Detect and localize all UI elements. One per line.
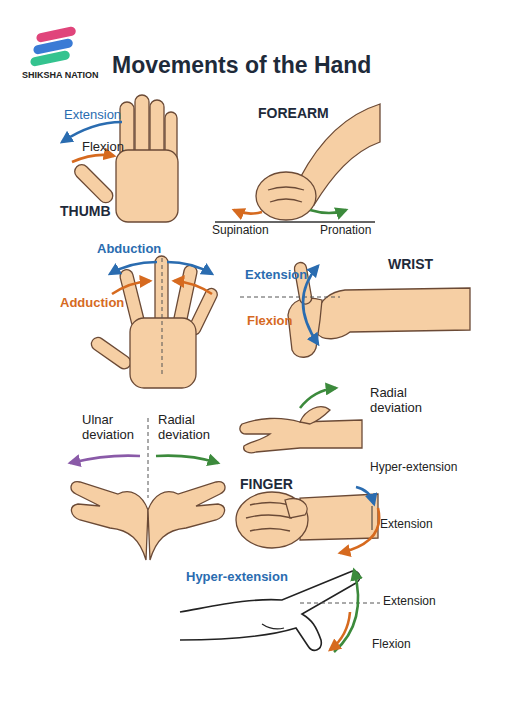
guide-line bbox=[148, 418, 149, 498]
knuckle-line bbox=[268, 187, 304, 202]
movement-arrow bbox=[167, 262, 212, 274]
thumb bbox=[89, 335, 133, 371]
movement-arrow bbox=[62, 122, 122, 142]
movement-label: Abduction bbox=[97, 242, 161, 257]
hand bbox=[71, 482, 148, 560]
movement-arrow bbox=[330, 612, 350, 650]
movement-arrow bbox=[156, 456, 218, 463]
movement-label: Adduction bbox=[60, 296, 124, 311]
palm bbox=[116, 150, 178, 222]
movement-arrow bbox=[174, 281, 212, 294]
palm bbox=[130, 318, 196, 388]
movement-arrow bbox=[310, 210, 346, 213]
movement-label: Extension bbox=[380, 518, 433, 532]
movement-label: Ulnar deviation bbox=[82, 413, 146, 443]
forearm bbox=[316, 288, 470, 339]
palm bbox=[288, 298, 322, 357]
knuckle-line bbox=[246, 503, 292, 532]
fist bbox=[256, 172, 316, 220]
guide-line bbox=[240, 297, 340, 298]
movement-label: Flexion bbox=[372, 638, 411, 652]
forearm bbox=[300, 494, 378, 540]
hand-crease bbox=[262, 624, 284, 629]
guide-group bbox=[148, 258, 380, 603]
movement-label: Extension bbox=[383, 595, 436, 609]
movement-label: Extension bbox=[64, 108, 121, 123]
hand bbox=[148, 482, 225, 560]
movement-label: Hyper-extension bbox=[186, 570, 288, 585]
movement-label: Extension bbox=[245, 268, 307, 283]
movement-label: Radial deviation bbox=[158, 413, 222, 443]
guide-line bbox=[300, 603, 380, 604]
section-heading: FINGER bbox=[240, 476, 293, 492]
thumb bbox=[300, 407, 330, 424]
movement-arrow bbox=[356, 487, 374, 504]
guide-line bbox=[162, 258, 163, 376]
section-heading: WRIST bbox=[388, 256, 433, 272]
logo bbox=[30, 26, 77, 67]
movement-label: Pronation bbox=[320, 224, 371, 238]
thumb bbox=[285, 499, 307, 518]
brand-name: SHIKSHA NATION bbox=[22, 70, 99, 80]
movement-label: Flexion bbox=[247, 314, 293, 329]
hand bbox=[240, 418, 362, 452]
movement-arrow bbox=[70, 456, 140, 463]
arrow-group bbox=[62, 122, 379, 652]
fist bbox=[236, 492, 308, 548]
table-line bbox=[215, 221, 375, 223]
movement-arrow bbox=[340, 508, 379, 553]
movement-label: Hyper-extension bbox=[370, 461, 457, 475]
movement-label: Flexion bbox=[82, 140, 124, 155]
movement-label: Radial deviation bbox=[370, 386, 442, 416]
hand-group bbox=[71, 95, 470, 560]
section-heading: FOREARM bbox=[258, 105, 329, 121]
movement-arrow bbox=[300, 388, 336, 408]
movement-arrow bbox=[334, 570, 358, 652]
movement-arrow bbox=[72, 155, 114, 162]
logo-bar bbox=[30, 50, 71, 67]
movement-arrow bbox=[110, 262, 157, 274]
title: Movements of the Hand bbox=[112, 52, 371, 78]
movement-arrow bbox=[112, 281, 150, 294]
tick-line bbox=[372, 506, 373, 530]
movement-arrow bbox=[234, 210, 262, 214]
movement-label: Supination bbox=[212, 224, 269, 238]
section-heading: THUMB bbox=[60, 203, 111, 219]
thumb bbox=[72, 162, 116, 206]
